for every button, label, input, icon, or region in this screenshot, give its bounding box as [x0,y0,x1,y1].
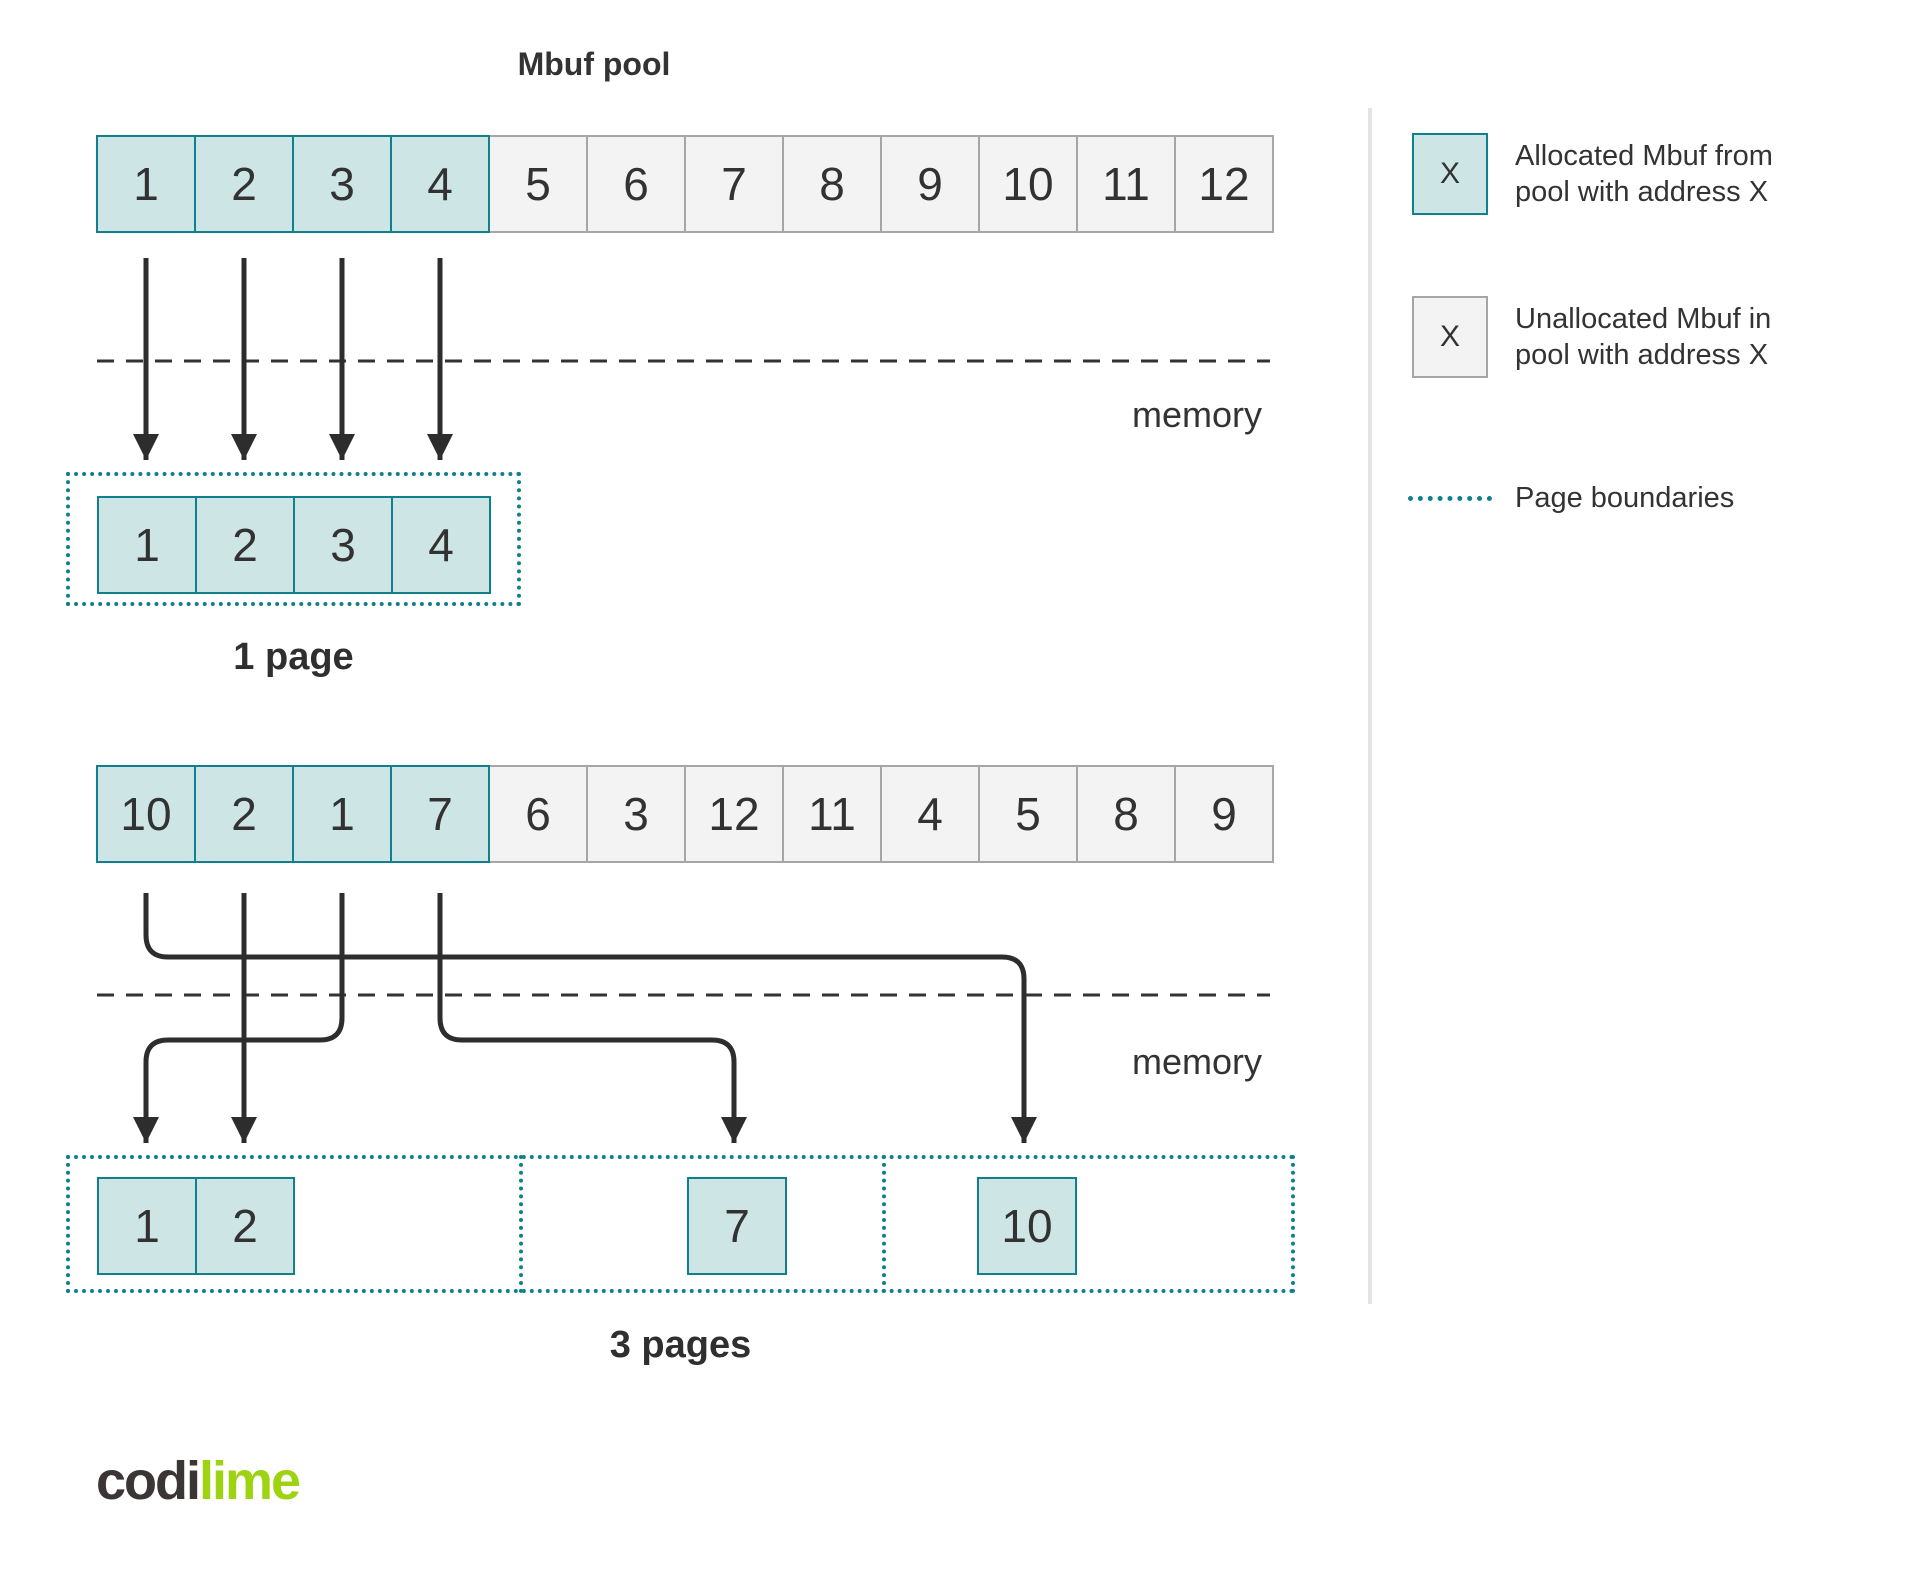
codilime-logo: codilime [96,1450,301,1512]
mbuf-cell-10: 10 [978,135,1078,233]
mbuf-cell-4: 4 [390,135,490,233]
arrow-10-to-page-c [143,893,1037,1143]
legend-page-boundary-line [1408,496,1492,501]
mbuf-cell-10: 10 [96,765,196,863]
legend-allocated-swatch: X [1412,133,1488,215]
legend-allocated-line1: Allocated Mbuf from [1515,140,1773,172]
pages-3-label: 3 pages [609,1324,752,1366]
mbuf-cell-6: 6 [586,135,686,233]
mbuf-cell-10: 10 [977,1177,1077,1275]
page-1-label: 1 page [233,636,354,678]
mbuf-cell-1: 1 [292,765,392,863]
mbuf-cell-1: 1 [97,496,197,594]
mbuf-cell-12: 12 [1174,135,1274,233]
logo-part-lime: lime [199,1451,301,1511]
page-c-cells: 10 [977,1177,1077,1275]
arrow-1-to-page-a [133,893,345,1143]
mbuf-cell-12: 12 [684,765,784,863]
mbuf-cell-6: 6 [488,765,588,863]
legend-unallocated-swatch: X [1412,296,1488,378]
mbuf-cell-2: 2 [195,1177,295,1275]
logo-part-codi: codi [96,1451,201,1511]
mbuf-cell-7: 7 [684,135,784,233]
mbuf-cell-1: 1 [97,1177,197,1275]
mbuf-cell-9: 9 [1174,765,1274,863]
diagram-title: Mbuf pool [517,46,671,82]
mbuf-cell-11: 11 [782,765,882,863]
page-divider-1 [519,1155,523,1293]
legend-page-boundaries-label: Page boundaries [1515,482,1735,514]
mbuf-cell-8: 8 [782,135,882,233]
memory-label-1: memory [1131,394,1262,435]
mbuf-cell-4: 4 [880,765,980,863]
mbuf-cell-3: 3 [292,135,392,233]
mbuf-cell-8: 8 [1076,765,1176,863]
mbuf-cell-1: 1 [96,135,196,233]
legend-unallocated-text: Unallocated Mbuf in pool with address X [1515,301,1875,373]
mbuf-cell-5: 5 [978,765,1078,863]
mbuf-cell-3: 3 [293,496,393,594]
legend-allocated-line2: pool with address X [1515,176,1769,208]
memory-label-2: memory [1131,1041,1262,1082]
mbuf-cell-11: 11 [1076,135,1176,233]
legend-unallocated-line2: pool with address X [1515,339,1769,371]
mbuf-cell-4: 4 [391,496,491,594]
mbuf-cell-2: 2 [194,765,294,863]
page-divider-2 [882,1155,886,1293]
page-b-cells: 7 [687,1177,787,1275]
legend-unallocated-symbol: X [1439,320,1460,353]
mbuf-cell-5: 5 [488,135,588,233]
mbuf-cell-2: 2 [195,496,295,594]
mbuf-cell-9: 9 [880,135,980,233]
mbuf-cell-7: 7 [390,765,490,863]
mbuf-cell-7: 7 [687,1177,787,1275]
legend-allocated-symbol: X [1439,157,1460,190]
mbuf-cell-2: 2 [194,135,294,233]
mbuf-cell-3: 3 [586,765,686,863]
legend-unallocated-line1: Unallocated Mbuf in [1515,303,1772,335]
legend-allocated-text: Allocated Mbuf from pool with address X [1515,138,1875,210]
legend-divider-line [1368,108,1372,1304]
arrow-7-to-page-b [437,893,747,1143]
